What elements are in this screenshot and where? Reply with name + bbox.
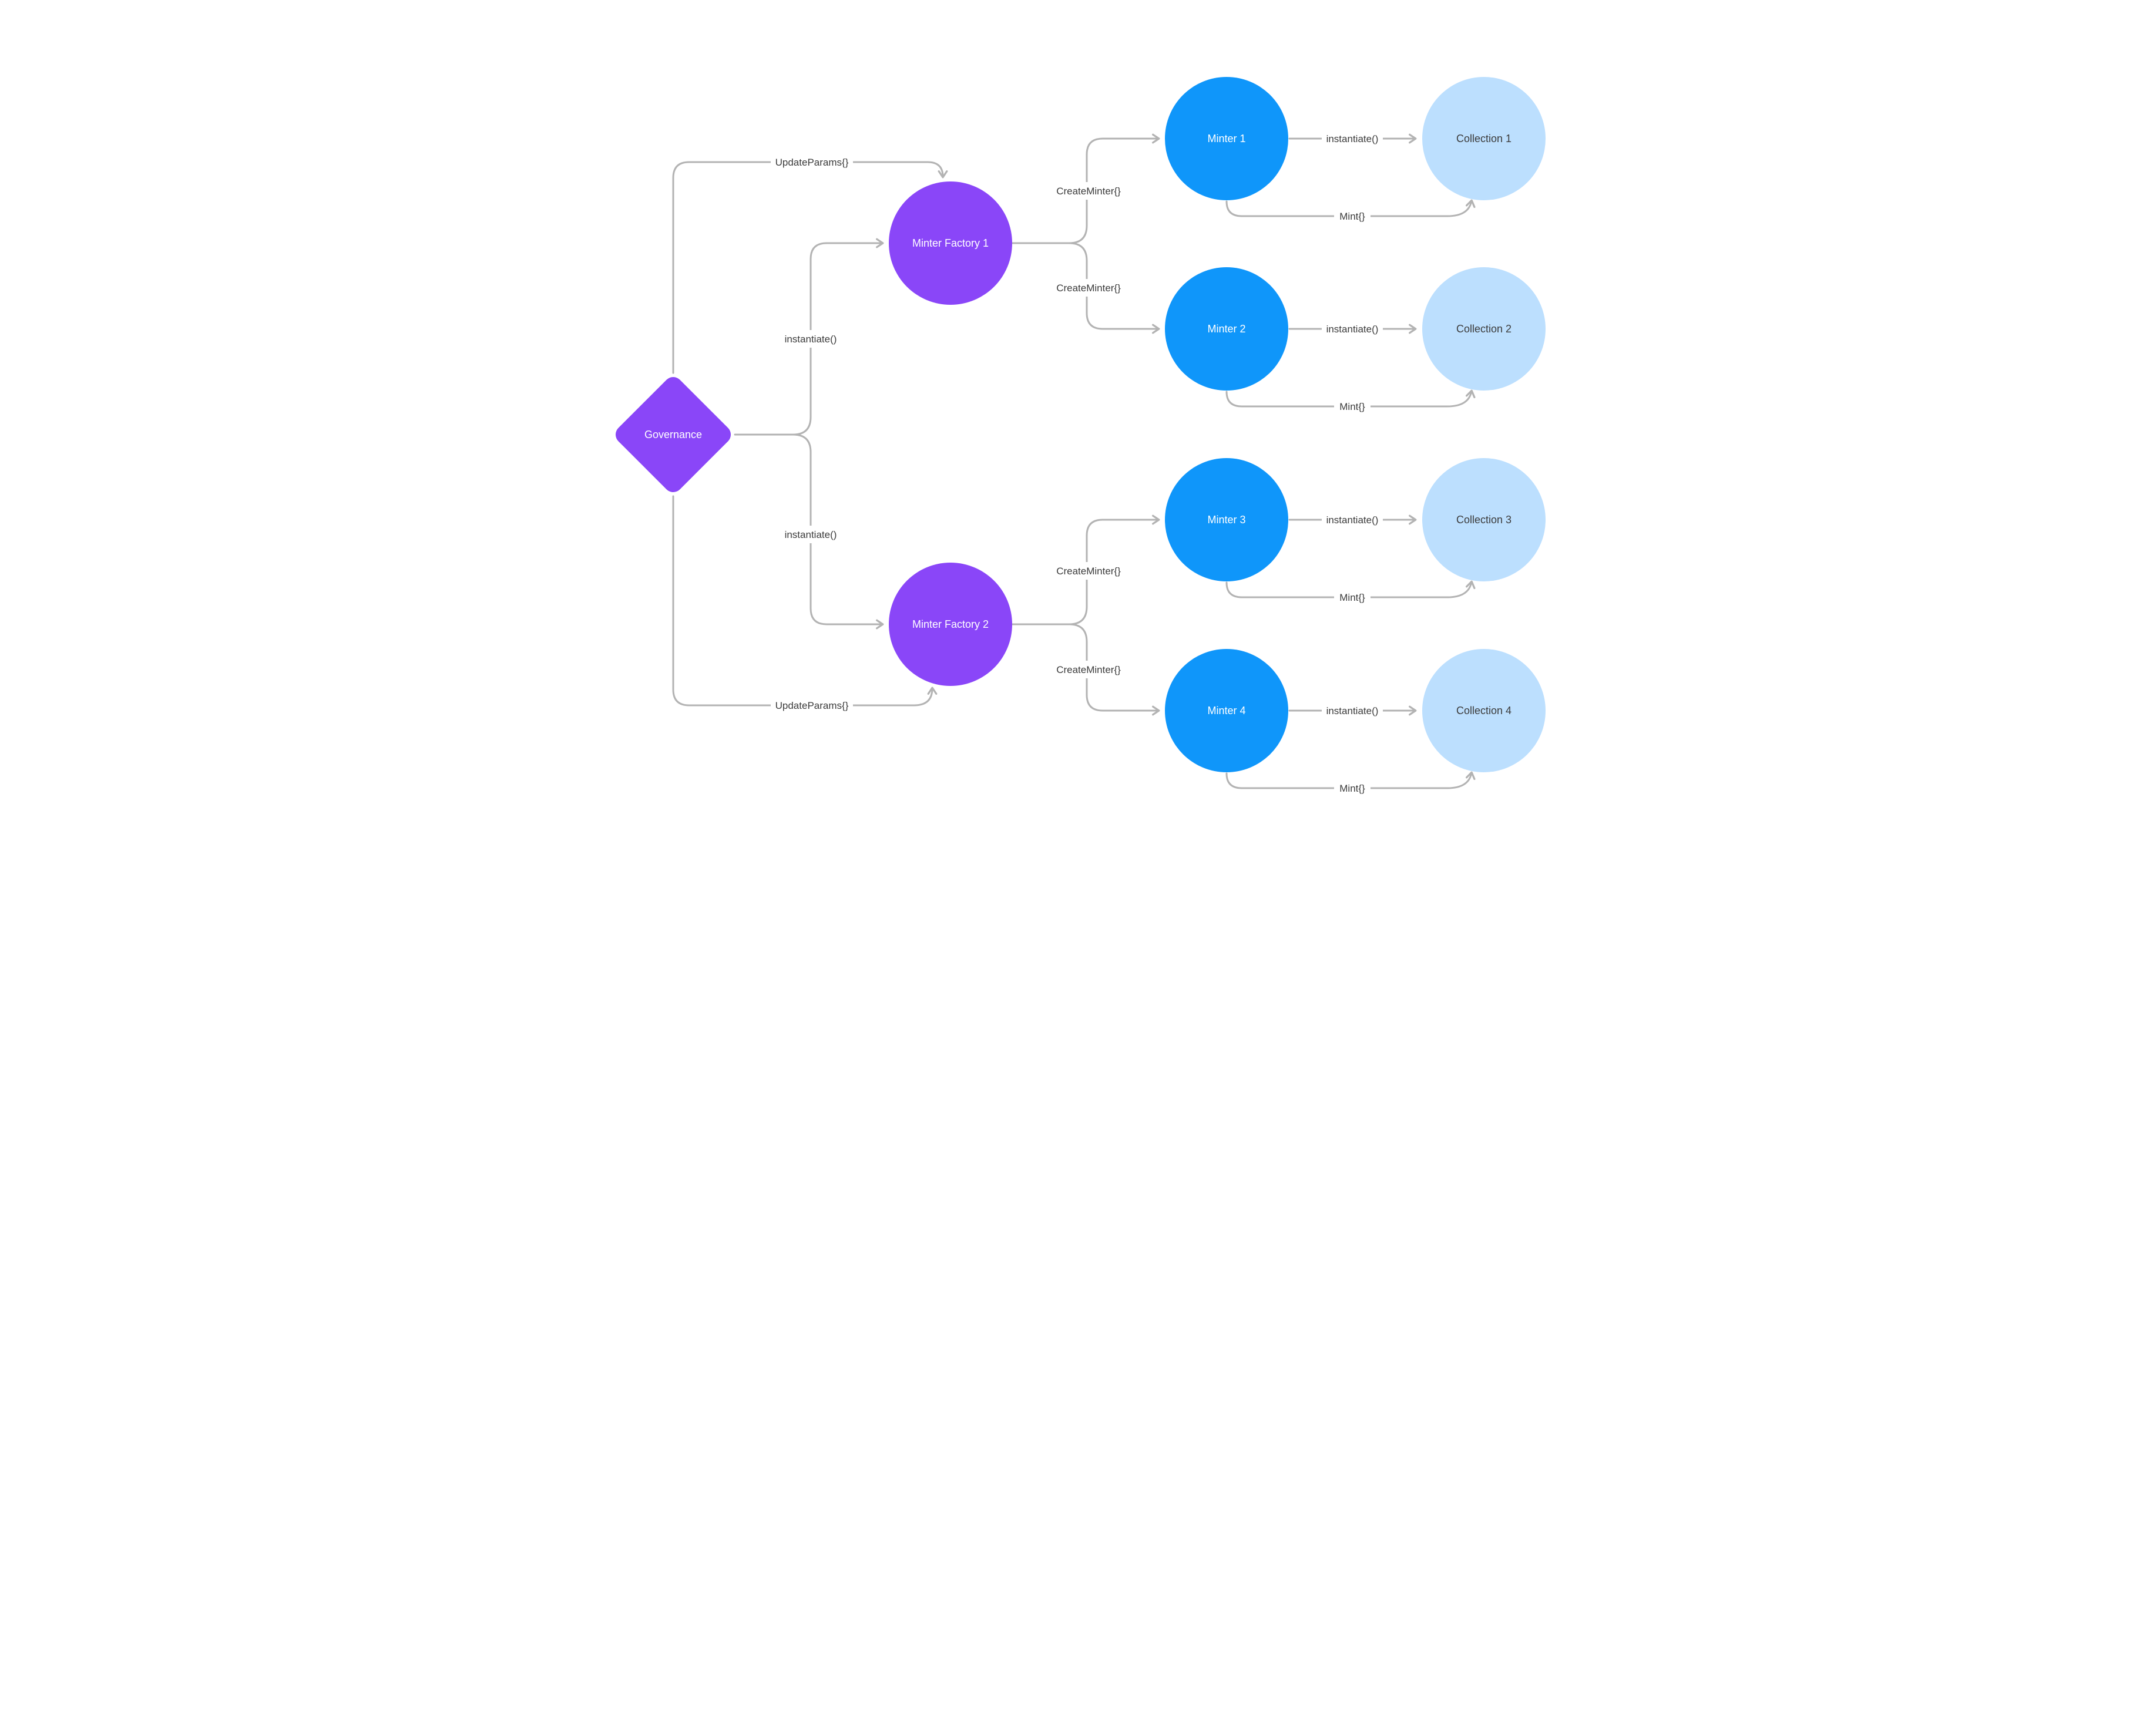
edge-label-text: instantiate() <box>1326 324 1379 335</box>
edge-label-bg <box>1334 398 1371 415</box>
governance-diamond-shape <box>615 376 731 493</box>
node-collection-4: Collection 4 <box>1422 649 1546 772</box>
node-minter-1-label: Minter 1 <box>1207 133 1245 144</box>
collection-circle-shape <box>1422 77 1546 200</box>
edge-label-bg <box>771 153 853 171</box>
edge-label-updateparams-bottom: UpdateParams{} <box>771 697 853 714</box>
node-minter-3-label: Minter 3 <box>1207 514 1245 526</box>
node-collection-3-label: Collection 3 <box>1456 514 1511 526</box>
node-minter-4: Minter 4 <box>1165 649 1288 772</box>
edge-labels: UpdateParams{} UpdateParams{} instantiat… <box>771 130 1383 797</box>
edge-label-bg <box>1050 661 1127 678</box>
node-minter-factory-1: Minter Factory 1 <box>889 181 1012 305</box>
node-minter-factory-2: Minter Factory 2 <box>889 563 1012 686</box>
node-minter-3: Minter 3 <box>1165 458 1288 581</box>
edge-label-text: CreateMinter{} <box>1056 282 1121 294</box>
edge-label-bg <box>771 697 853 714</box>
edge-label-instantiate-row3: instantiate() <box>1322 511 1383 529</box>
node-minter-factory-1-label: Minter Factory 1 <box>912 237 989 249</box>
node-collection-3: Collection 3 <box>1422 458 1546 581</box>
edge-label-mint-row1: Mint{} <box>1334 207 1371 225</box>
edge-governance-to-factory1-updateparams <box>672 161 948 374</box>
node-governance: Governance <box>615 376 731 493</box>
edge-label-text: instantiate() <box>785 529 837 540</box>
edge-label-text: CreateMinter{} <box>1056 566 1121 577</box>
nodes: Governance Minter Factory 1 Minter Facto… <box>615 77 1546 772</box>
edge-governance-to-factory2-instantiate <box>792 433 884 630</box>
edge-label-mint-row4: Mint{} <box>1334 779 1371 797</box>
edges <box>672 133 1476 789</box>
edge-label-createminter-2: CreateMinter{} <box>1050 279 1127 297</box>
edge-label-text: Mint{} <box>1339 592 1365 603</box>
edge-label-createminter-1: CreateMinter{} <box>1050 182 1127 200</box>
edge-label-mint-row3: Mint{} <box>1334 588 1371 606</box>
edge-label-text: instantiate() <box>785 334 837 345</box>
edge-label-instantiate-governance-top: instantiate() <box>780 330 841 348</box>
edge-label-instantiate-row1: instantiate() <box>1322 130 1383 147</box>
node-minter-factory-2-label: Minter Factory 2 <box>912 618 989 630</box>
node-collection-1: Collection 1 <box>1422 77 1546 200</box>
edge-label-bg <box>1050 562 1127 580</box>
edge-label-createminter-4: CreateMinter{} <box>1050 661 1127 678</box>
edge-label-instantiate-governance-bottom: instantiate() <box>780 526 841 543</box>
factory-circle-shape <box>889 181 1012 305</box>
edge-label-text: instantiate() <box>1326 133 1379 144</box>
edge-label-bg <box>1334 779 1371 797</box>
edge-label-bg <box>1334 588 1371 606</box>
node-collection-2: Collection 2 <box>1422 267 1546 391</box>
edge-factory2-to-minter4-createminter <box>1068 623 1160 716</box>
minter-circle-shape <box>1165 77 1288 200</box>
edge-label-text: UpdateParams{} <box>775 157 849 168</box>
collection-circle-shape <box>1422 649 1546 772</box>
minter-circle-shape <box>1165 649 1288 772</box>
edge-label-bg <box>780 330 841 348</box>
node-minter-1: Minter 1 <box>1165 77 1288 200</box>
edge-label-bg <box>1322 320 1383 338</box>
edge-label-bg <box>1322 511 1383 529</box>
edge-label-instantiate-row2: instantiate() <box>1322 320 1383 338</box>
edge-label-text: Mint{} <box>1339 211 1365 222</box>
minter-circle-shape <box>1165 267 1288 391</box>
edge-label-text: instantiate() <box>1326 514 1379 526</box>
edge-label-bg <box>780 526 841 543</box>
edge-label-createminter-3: CreateMinter{} <box>1050 562 1127 580</box>
edge-label-mint-row2: Mint{} <box>1334 398 1371 415</box>
edge-label-bg <box>1334 207 1371 225</box>
node-collection-2-label: Collection 2 <box>1456 323 1511 335</box>
edge-label-text: CreateMinter{} <box>1056 664 1121 675</box>
edge-label-text: CreateMinter{} <box>1056 186 1121 197</box>
node-governance-label: Governance <box>644 429 702 440</box>
edge-label-updateparams-top: UpdateParams{} <box>771 153 853 171</box>
node-collection-1-label: Collection 1 <box>1456 133 1511 144</box>
edge-governance-to-factory2-updateparams <box>672 495 938 706</box>
edge-label-text: Mint{} <box>1339 783 1365 794</box>
collection-circle-shape <box>1422 458 1546 581</box>
edge-label-instantiate-row4: instantiate() <box>1322 702 1383 719</box>
edge-factory1-to-minter2-createminter <box>1068 242 1160 334</box>
edge-label-bg <box>1322 702 1383 719</box>
edge-label-bg <box>1322 130 1383 147</box>
node-collection-4-label: Collection 4 <box>1456 705 1511 716</box>
minter-circle-shape <box>1165 458 1288 581</box>
edge-label-text: instantiate() <box>1326 705 1379 716</box>
edge-label-text: UpdateParams{} <box>775 700 849 711</box>
edge-label-bg <box>1050 182 1127 200</box>
node-minter-2-label: Minter 2 <box>1207 323 1245 335</box>
edge-label-text: Mint{} <box>1339 401 1365 412</box>
contract-flow-diagram: UpdateParams{} UpdateParams{} instantiat… <box>536 0 1607 868</box>
edge-label-bg <box>1050 279 1127 297</box>
node-minter-2: Minter 2 <box>1165 267 1288 391</box>
factory-circle-shape <box>889 563 1012 686</box>
node-minter-4-label: Minter 4 <box>1207 705 1245 716</box>
collection-circle-shape <box>1422 267 1546 391</box>
